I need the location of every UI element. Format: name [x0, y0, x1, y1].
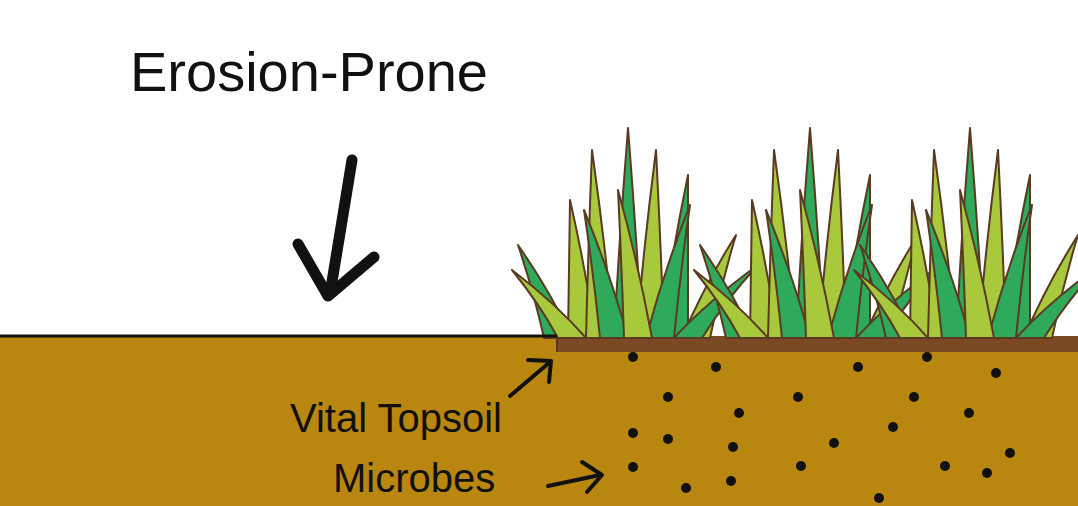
microbe-dot	[991, 368, 1001, 378]
microbes-arrowhead	[582, 462, 602, 492]
microbes-label: Microbes	[333, 458, 495, 498]
microbe-dot	[726, 476, 736, 486]
microbe-dots	[628, 352, 1015, 503]
microbe-dot	[940, 461, 950, 471]
grass-clumps	[512, 128, 1078, 338]
microbe-dot	[1005, 448, 1015, 458]
grass-blade	[960, 190, 994, 338]
microbe-dot	[793, 392, 803, 402]
arrows	[298, 160, 602, 492]
microbe-dot	[628, 352, 638, 362]
erosion-arrowhead	[298, 244, 374, 296]
microbe-dot	[964, 408, 974, 418]
microbe-dot	[628, 462, 638, 472]
topsoil-leader	[510, 362, 550, 396]
microbe-dot	[711, 362, 721, 372]
microbe-dot	[982, 468, 992, 478]
microbe-dot	[874, 493, 884, 503]
microbe-dot	[728, 442, 738, 452]
grass-blade	[618, 190, 652, 338]
microbe-dot	[796, 461, 806, 471]
grass-blade	[694, 270, 768, 338]
microbe-dot	[663, 434, 673, 444]
microbe-dot	[628, 428, 638, 438]
microbe-dot	[663, 392, 673, 402]
grass-blade	[512, 270, 586, 338]
grass-blade	[1016, 265, 1078, 338]
microbe-dot	[922, 352, 932, 362]
topsoil-arrowhead	[528, 360, 551, 382]
bare-surface-line	[0, 335, 557, 338]
grass-blade	[828, 205, 872, 338]
microbe-dot	[681, 483, 691, 493]
grass-blade	[800, 190, 834, 338]
topsoil-label: Vital Topsoil	[290, 398, 502, 438]
microbe-dot	[734, 408, 744, 418]
heading-label: Erosion-Prone	[130, 44, 488, 100]
soil-ground	[0, 336, 1078, 506]
microbe-dot	[829, 438, 839, 448]
grass-blade	[646, 205, 690, 338]
microbe-dot	[853, 362, 863, 372]
microbe-dot	[888, 422, 898, 432]
microbe-dot	[909, 392, 919, 402]
grass-blade	[988, 205, 1032, 338]
grass-blade	[854, 270, 928, 338]
